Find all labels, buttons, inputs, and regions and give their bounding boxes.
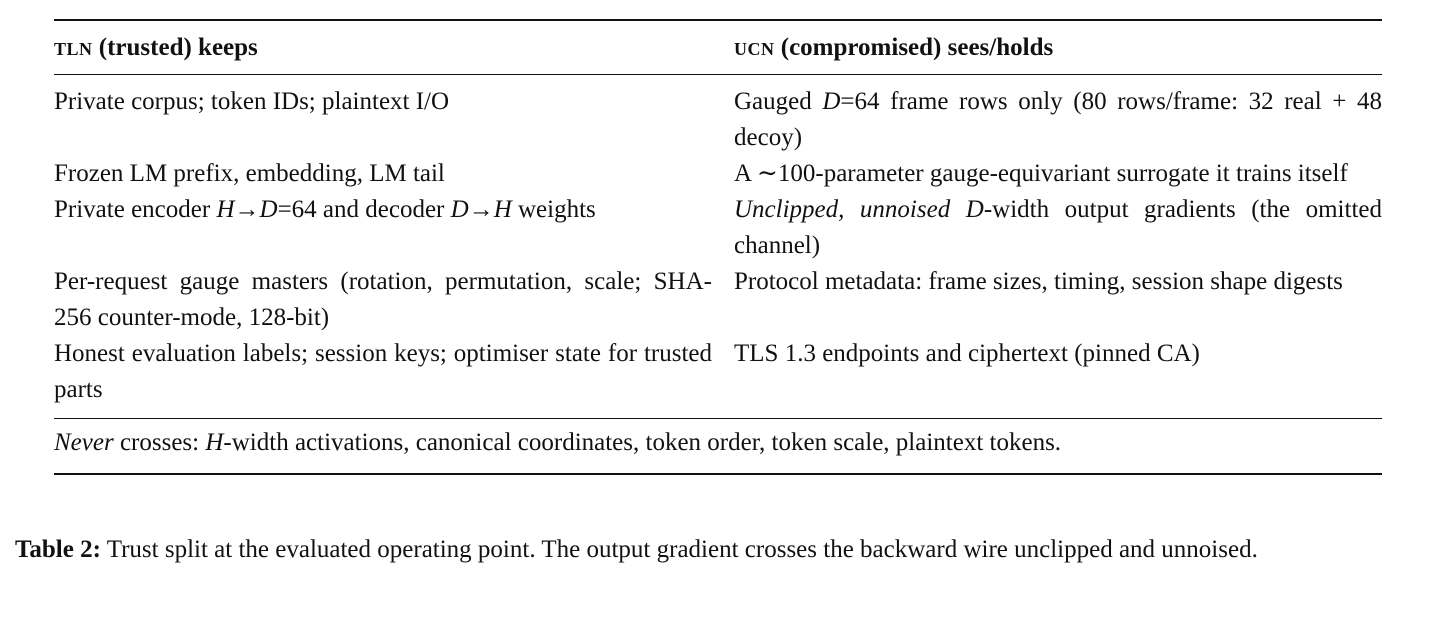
table-row: Per-request gauge masters (rotation, per… xyxy=(54,264,1382,336)
trust-split-table: tln (trusted) keeps ucn (compromised) se… xyxy=(54,19,1382,475)
table-row: Frozen LM prefix, embedding, LM tail A ∼… xyxy=(54,156,1382,192)
table-row: Honest evaluation labels; session keys; … xyxy=(54,336,1382,408)
header-compromised: ucn (compromised) sees/holds xyxy=(734,33,1054,61)
cell-compromised: Gauged D=64 frame rows only (80 rows/fra… xyxy=(734,88,1382,151)
bottom-rule xyxy=(54,473,1382,475)
cell-trusted: Private encoder H→D=64 and decoder D→H w… xyxy=(54,196,596,223)
never-crosses-note: Never crosses: H-width activations, cano… xyxy=(54,429,1062,456)
cell-trusted: Honest evaluation labels; session keys; … xyxy=(54,340,712,403)
cell-compromised: Protocol metadata: frame sizes, timing, … xyxy=(734,268,1343,295)
table-body: Private corpus; token IDs; plaintext I/O… xyxy=(54,75,1382,418)
cell-compromised: A ∼100-parameter gauge-equivariant surro… xyxy=(734,160,1348,187)
table-caption: Table 2: Trust split at the evaluated op… xyxy=(15,532,1421,568)
table-row: Private encoder H→D=64 and decoder D→H w… xyxy=(54,192,1382,264)
caption-label: Table 2: xyxy=(15,536,101,563)
table-header: tln (trusted) keeps ucn (compromised) se… xyxy=(54,21,1382,74)
table-row: Private corpus; token IDs; plaintext I/O… xyxy=(54,84,1382,156)
header-trusted: tln (trusted) keeps xyxy=(54,33,258,61)
cell-compromised: TLS 1.3 endpoints and ciphertext (pinned… xyxy=(734,340,1200,367)
cell-trusted: Per-request gauge masters (rotation, per… xyxy=(54,268,712,331)
caption-text: Trust split at the evaluated operating p… xyxy=(100,536,1258,563)
cell-compromised: Unclipped, unnoised D-width output gradi… xyxy=(734,196,1382,259)
cell-trusted: Private corpus; token IDs; plaintext I/O xyxy=(54,88,450,115)
top-rule xyxy=(54,19,1382,21)
header-rule xyxy=(54,74,1382,75)
footer-rule xyxy=(54,418,1382,419)
cell-trusted: Frozen LM prefix, embedding, LM tail xyxy=(54,160,445,187)
